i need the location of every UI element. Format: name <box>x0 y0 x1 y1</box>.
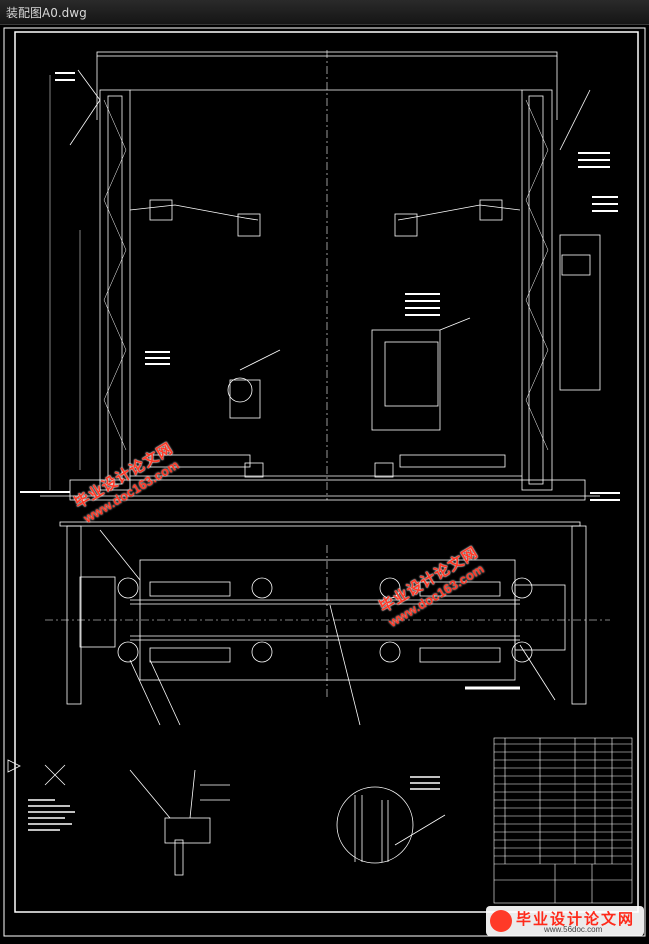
plan-view <box>45 521 610 726</box>
outer-frame <box>3 27 646 937</box>
logo-en: www.56doc.com <box>544 925 603 934</box>
inner-frame <box>14 31 639 913</box>
window-title-bar: 装配图A0.dwg <box>0 0 649 25</box>
site-logo: 毕业设计论文网 www.56doc.com <box>486 906 644 936</box>
detail-views <box>7 759 446 876</box>
cad-drawing <box>3 27 646 937</box>
drawing-canvas[interactable]: 毕业设计论文网 www.doc163.com 毕业设计论文网 www.doc16… <box>0 25 649 940</box>
window-title: 装配图A0.dwg <box>6 6 87 20</box>
front-elevation-view <box>20 50 620 501</box>
logo-badge-icon <box>490 910 512 932</box>
logo-cn: 毕业设计论文网 <box>516 911 636 928</box>
title-block <box>493 737 633 904</box>
